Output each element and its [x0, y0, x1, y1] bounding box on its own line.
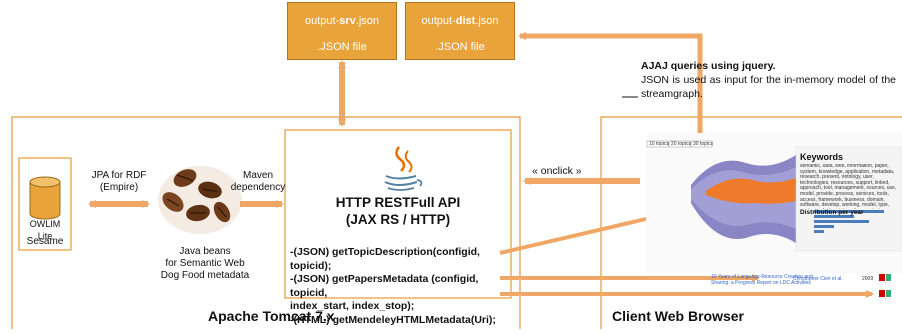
api-subtitle: (JAX RS / HTTP) [345, 212, 451, 227]
topics-30-button [690, 140, 713, 148]
pdf-icon [879, 274, 891, 281]
java-logo-icon [384, 146, 423, 191]
dist-browser-arrow [518, 32, 704, 142]
tomcat-title: Apache Tomcat 7.x [208, 308, 335, 324]
owlim-label: OWLIM Lite [29, 219, 61, 241]
onclick-label: « onclick » [532, 165, 582, 177]
ajax-note-title: AJAJ queries using jquery. [641, 60, 776, 72]
topics-30-label[interactable]: 30 topics [693, 141, 714, 147]
paper-link[interactable]: 10 Years of Language-Resource Creation a… [711, 274, 813, 286]
browser-title: Client Web Browser [612, 308, 744, 324]
streamgraph-orange [706, 178, 796, 204]
topics-10-button [646, 140, 669, 148]
paper-year: 2009 [862, 276, 874, 282]
maven-label: Maven dependency [230, 170, 286, 193]
dist-json-file: output-dist.json .JSON file [405, 2, 515, 60]
srv-json-file: output-srv.json .JSON file [287, 2, 397, 60]
distribution-title: Distribution per year [800, 209, 864, 216]
tomcat-frame [11, 116, 521, 329]
paper-author[interactable]: Christopher Cieri et al. [793, 276, 843, 282]
sesame-label: Sesame [26, 236, 64, 247]
distribution-bars [814, 210, 884, 233]
database-icon [29, 176, 61, 220]
keywords-title: Keywords [800, 152, 844, 162]
topics-20-label[interactable]: 20 topics [671, 141, 692, 147]
keywords-panel [795, 146, 902, 252]
topics-20-button [668, 140, 691, 148]
api-box [284, 129, 512, 299]
ajax-note-body: JSON is used as input for the in-memory … [641, 74, 896, 100]
keywords-text: semantic, data, web, information, paper,… [800, 164, 897, 209]
browser-screenshot [646, 133, 902, 273]
method-mendeley-html: -(HTML) getMendeleyHTMLMetadata(Uri); [290, 313, 496, 326]
api-methods: -(JSON) getTopicDescription(configid, to… [290, 246, 512, 327]
ajax-note: AJAJ queries using jquery. JSON is used … [641, 59, 896, 101]
coffee-beans-icon [158, 166, 242, 234]
topics-10-label[interactable]: 10 topics [649, 141, 670, 147]
api-title: HTTP RESTFull API [335, 195, 461, 210]
method-papers-metadata-cont: index_start, index_stop); [290, 300, 415, 312]
api-title-block: HTTP RESTFull API (JAX RS / HTTP) [285, 194, 511, 228]
pdf-icon [879, 290, 891, 297]
jpa-label: JPA for RDF (Empire) [91, 170, 147, 193]
method-papers-metadata: -(JSON) getPapersMetadata (configid, top… [290, 273, 479, 299]
method-topic-description: -(JSON) getTopicDescription(configid, to… [290, 246, 480, 272]
java-beans-label: Java beans for Semantic Web Dog Food met… [160, 246, 250, 281]
